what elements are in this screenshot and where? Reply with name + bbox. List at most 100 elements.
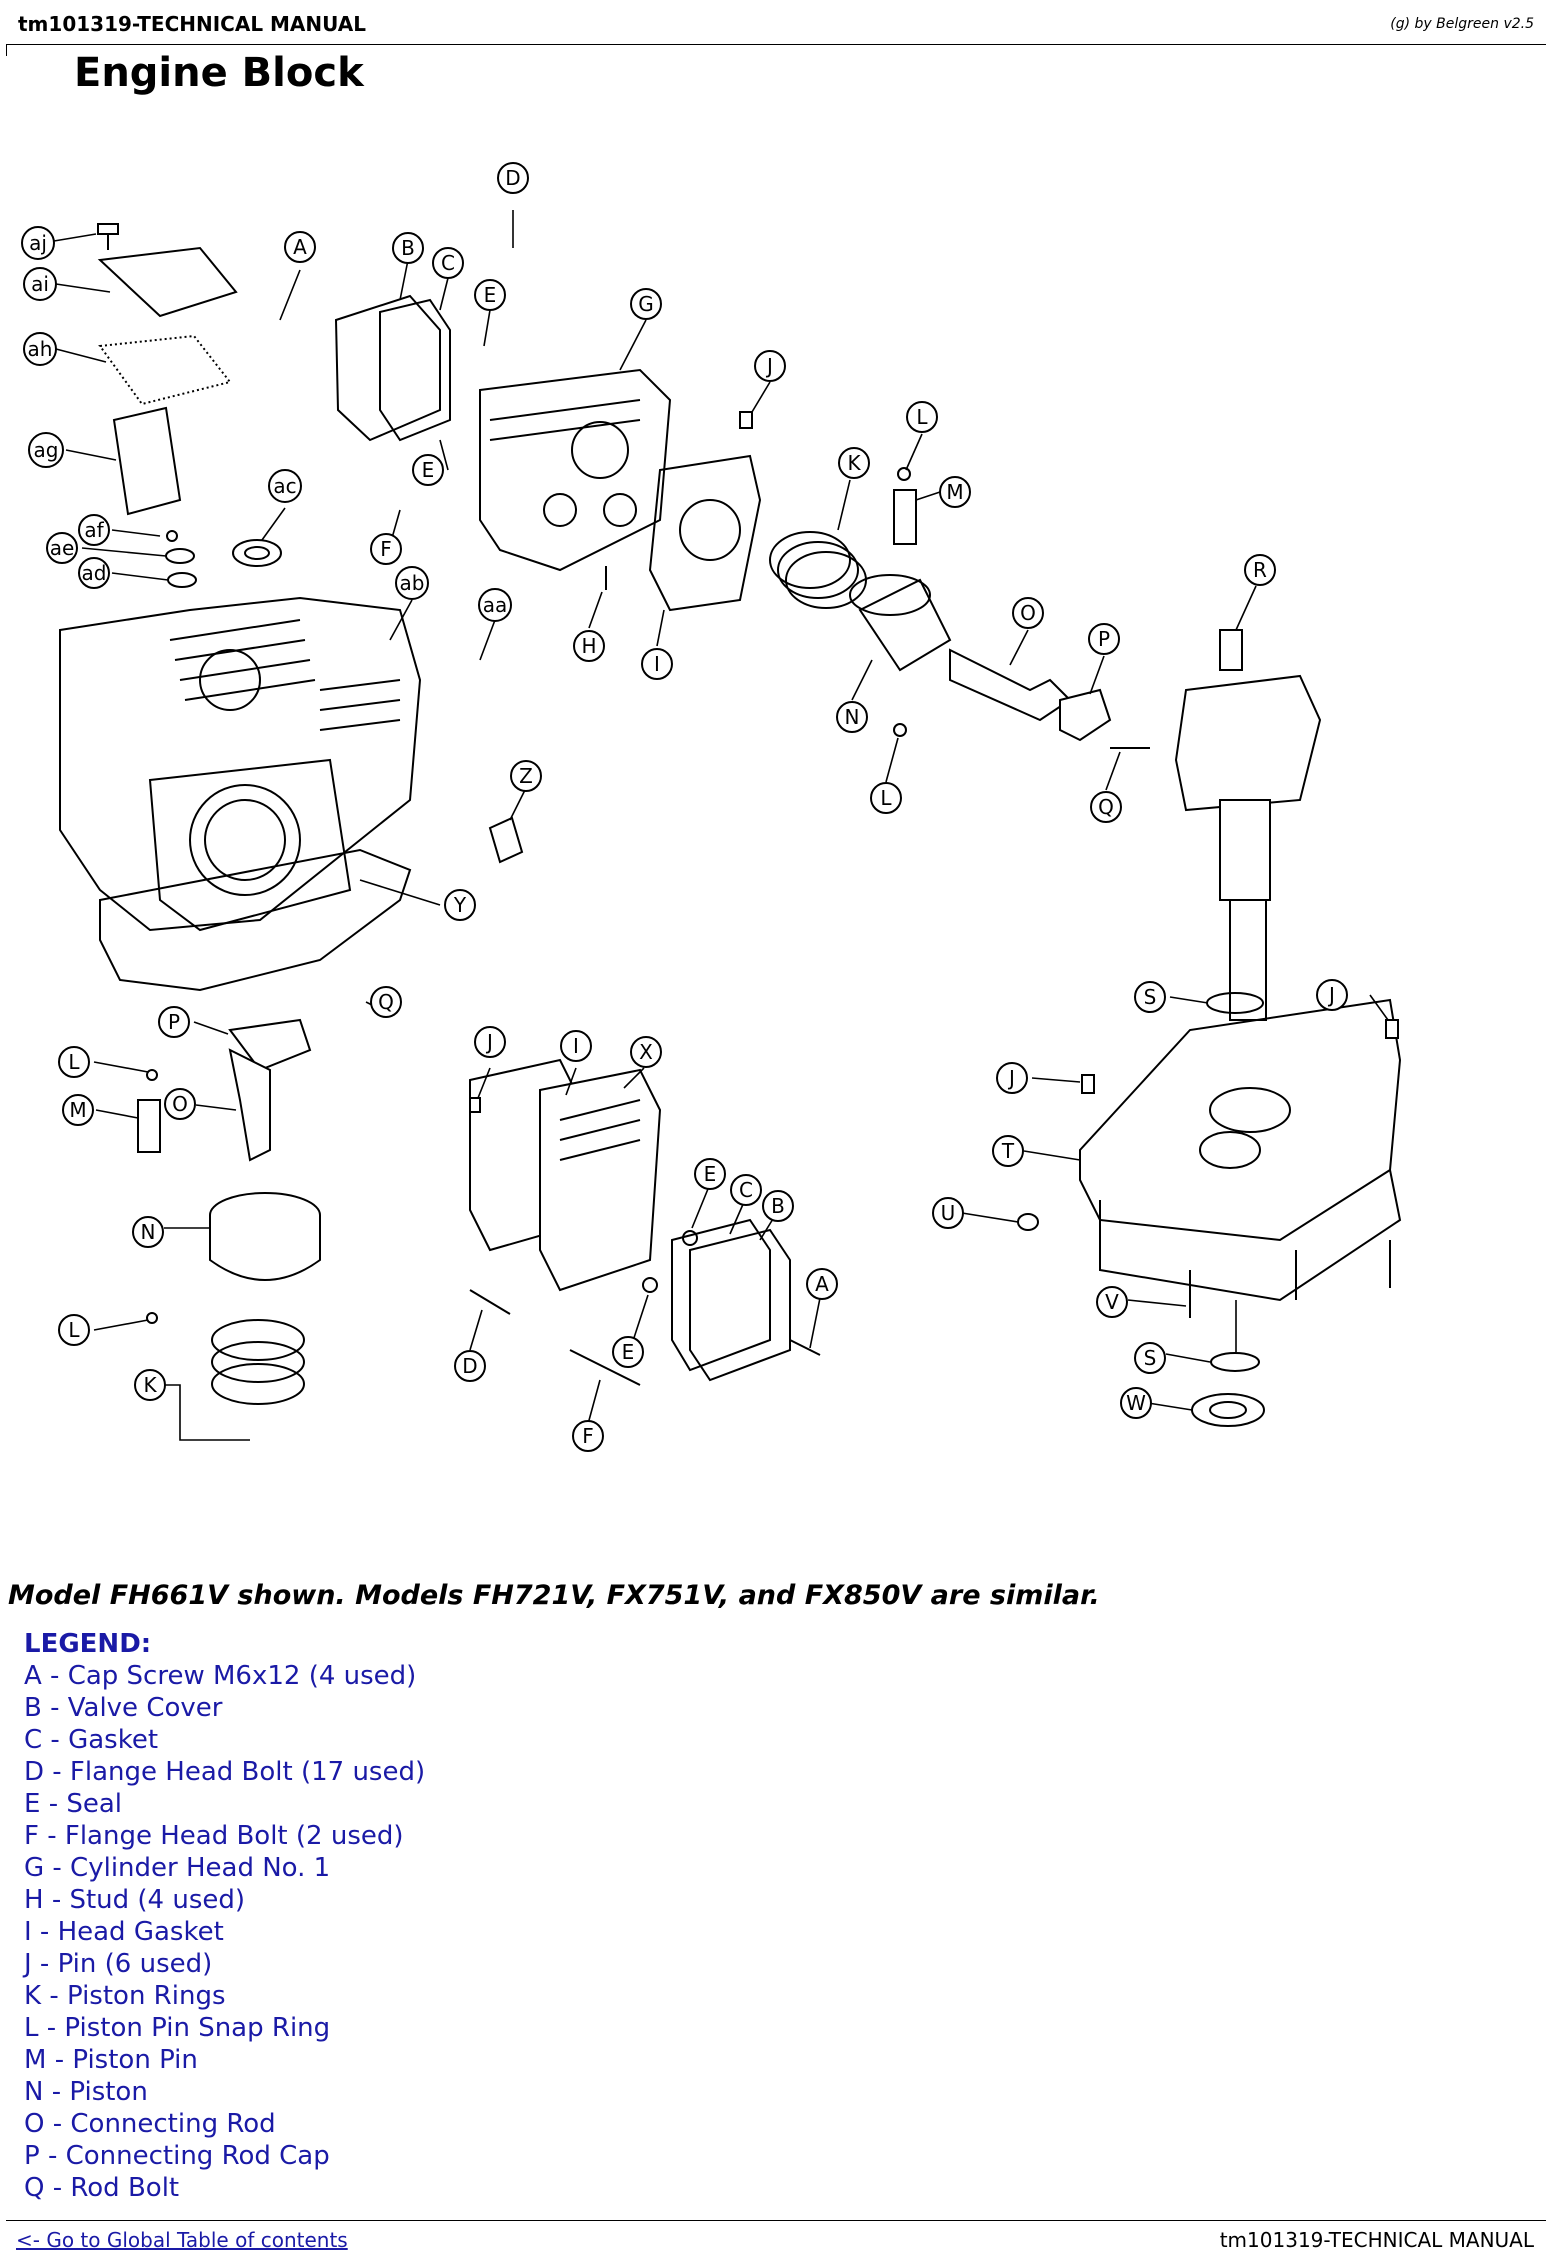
svg-text:L: L — [880, 786, 892, 810]
callout-ab: ab — [395, 566, 429, 600]
legend-item: L - Piston Pin Snap Ring — [24, 2013, 331, 2043]
svg-text:P: P — [168, 1010, 180, 1034]
legend-item: G - Cylinder Head No. 1 — [24, 1853, 331, 1883]
callout-K-top: K — [838, 447, 870, 479]
legend-item: E - Seal — [24, 1789, 122, 1819]
svg-text:L: L — [68, 1318, 80, 1342]
callout-J-bottom-mid: J — [474, 1026, 506, 1058]
svg-text:H: H — [581, 634, 596, 658]
legend-item: O - Connecting Rod — [24, 2109, 276, 2139]
svg-text:aa: aa — [483, 593, 508, 617]
callout-M-top: M — [939, 476, 971, 508]
callout-O-bottom: O — [164, 1088, 196, 1120]
callout-A-top: A — [284, 231, 316, 263]
callout-ai: ai — [23, 267, 57, 301]
callout-S-bottom: S — [1134, 1342, 1166, 1374]
svg-text:C: C — [441, 251, 455, 275]
svg-text:O: O — [172, 1092, 188, 1116]
svg-text:ah: ah — [28, 337, 53, 361]
callout-F-bottom: F — [572, 1420, 604, 1452]
legend-item: D - Flange Head Bolt (17 used) — [24, 1757, 426, 1787]
legend-item: J - Pin (6 used) — [24, 1949, 213, 1979]
callout-ag: ag — [28, 432, 64, 468]
callout-J-right-side: J — [996, 1062, 1028, 1094]
svg-text:J: J — [1007, 1066, 1015, 1090]
svg-text:N: N — [845, 705, 860, 729]
callout-ac: ac — [268, 469, 302, 503]
svg-text:F: F — [380, 537, 392, 561]
callout-K-bottom: K — [134, 1369, 166, 1401]
callout-B-bottom: B — [762, 1190, 794, 1222]
svg-text:M: M — [946, 480, 963, 504]
callout-I-top: I — [641, 648, 673, 680]
callout-V: V — [1096, 1286, 1128, 1318]
callout-P-top: P — [1088, 623, 1120, 655]
callout-G: G — [630, 288, 662, 320]
svg-text:J: J — [485, 1030, 493, 1054]
svg-text:A: A — [815, 1272, 829, 1296]
svg-text:O: O — [1020, 601, 1036, 625]
svg-text:ae: ae — [50, 536, 75, 560]
callout-A-bottom: A — [806, 1268, 838, 1300]
svg-text:L: L — [916, 405, 928, 429]
svg-text:ag: ag — [34, 438, 59, 462]
svg-text:L: L — [68, 1050, 80, 1074]
global-toc-link[interactable]: <- Go to Global Table of contents — [16, 2228, 348, 2252]
callout-C-bottom: C — [730, 1174, 762, 1206]
header-rule — [6, 44, 1546, 45]
svg-text:U: U — [941, 1201, 956, 1225]
svg-text:B: B — [771, 1194, 785, 1218]
callout-U: U — [932, 1197, 964, 1229]
leader-lines — [53, 210, 1389, 1441]
callout-T: T — [992, 1135, 1024, 1167]
callout-J-top: J — [754, 350, 786, 382]
svg-text:J: J — [765, 354, 773, 378]
svg-text:af: af — [84, 518, 104, 542]
svg-text:N: N — [141, 1220, 156, 1244]
legend-item: Q - Rod Bolt — [24, 2173, 180, 2203]
exploded-engine-diagram: aj ai ah ag af ae ad ac ab aa A B C D E … — [21, 162, 1402, 1452]
callout-C-top: C — [432, 247, 464, 279]
svg-text:K: K — [143, 1373, 157, 1397]
callout-aj: aj — [21, 226, 55, 260]
legend-item: K - Piston Rings — [24, 1981, 226, 2011]
callout-F-top: F — [370, 533, 402, 565]
svg-text:W: W — [1126, 1391, 1146, 1415]
callout-aa: aa — [478, 588, 512, 622]
svg-text:E: E — [622, 1340, 635, 1364]
svg-text:Y: Y — [453, 893, 467, 917]
svg-text:E: E — [704, 1162, 717, 1186]
callout-L-bottom-1: L — [58, 1046, 90, 1078]
callout-I-bottom: I — [560, 1030, 592, 1062]
legend-title: LEGEND: — [24, 1629, 152, 1659]
legend-item: H - Stud (4 used) — [24, 1885, 246, 1915]
callout-Z: Z — [510, 760, 542, 792]
svg-text:V: V — [1105, 1290, 1119, 1314]
callout-J-right-top: J — [1316, 979, 1348, 1011]
callout-Q-top: Q — [1090, 791, 1122, 823]
page-title: Engine Block — [74, 50, 364, 96]
callout-B-top: B — [392, 232, 424, 264]
callout-O-top: O — [1012, 597, 1044, 629]
legend-item: M - Piston Pin — [24, 2045, 198, 2075]
legend: LEGEND: A - Cap Screw M6x12 (4 used) B -… — [24, 1628, 425, 2204]
callout-L-bottom-2: L — [58, 1314, 90, 1346]
callout-L-top: L — [906, 401, 938, 433]
part-drawings — [59, 223, 1402, 1427]
svg-text:K: K — [847, 451, 861, 475]
callout-H: H — [573, 630, 605, 662]
legend-item: I - Head Gasket — [24, 1917, 224, 1947]
callout-Y: Y — [444, 889, 476, 921]
svg-text:ai: ai — [31, 272, 49, 296]
svg-text:X: X — [639, 1040, 653, 1064]
callout-ad: ad — [78, 557, 110, 589]
legend-item: A - Cap Screw M6x12 (4 used) — [24, 1661, 417, 1691]
svg-text:aj: aj — [29, 231, 47, 255]
callout-ae: ae — [46, 532, 78, 564]
callout-E-bottom-2: E — [612, 1336, 644, 1368]
callout-E-bottom-1: E — [694, 1158, 726, 1190]
svg-text:ab: ab — [400, 571, 425, 595]
svg-text:R: R — [1253, 558, 1267, 582]
callout-ah: ah — [23, 332, 57, 366]
legend-item: F - Flange Head Bolt (2 used) — [24, 1821, 404, 1851]
